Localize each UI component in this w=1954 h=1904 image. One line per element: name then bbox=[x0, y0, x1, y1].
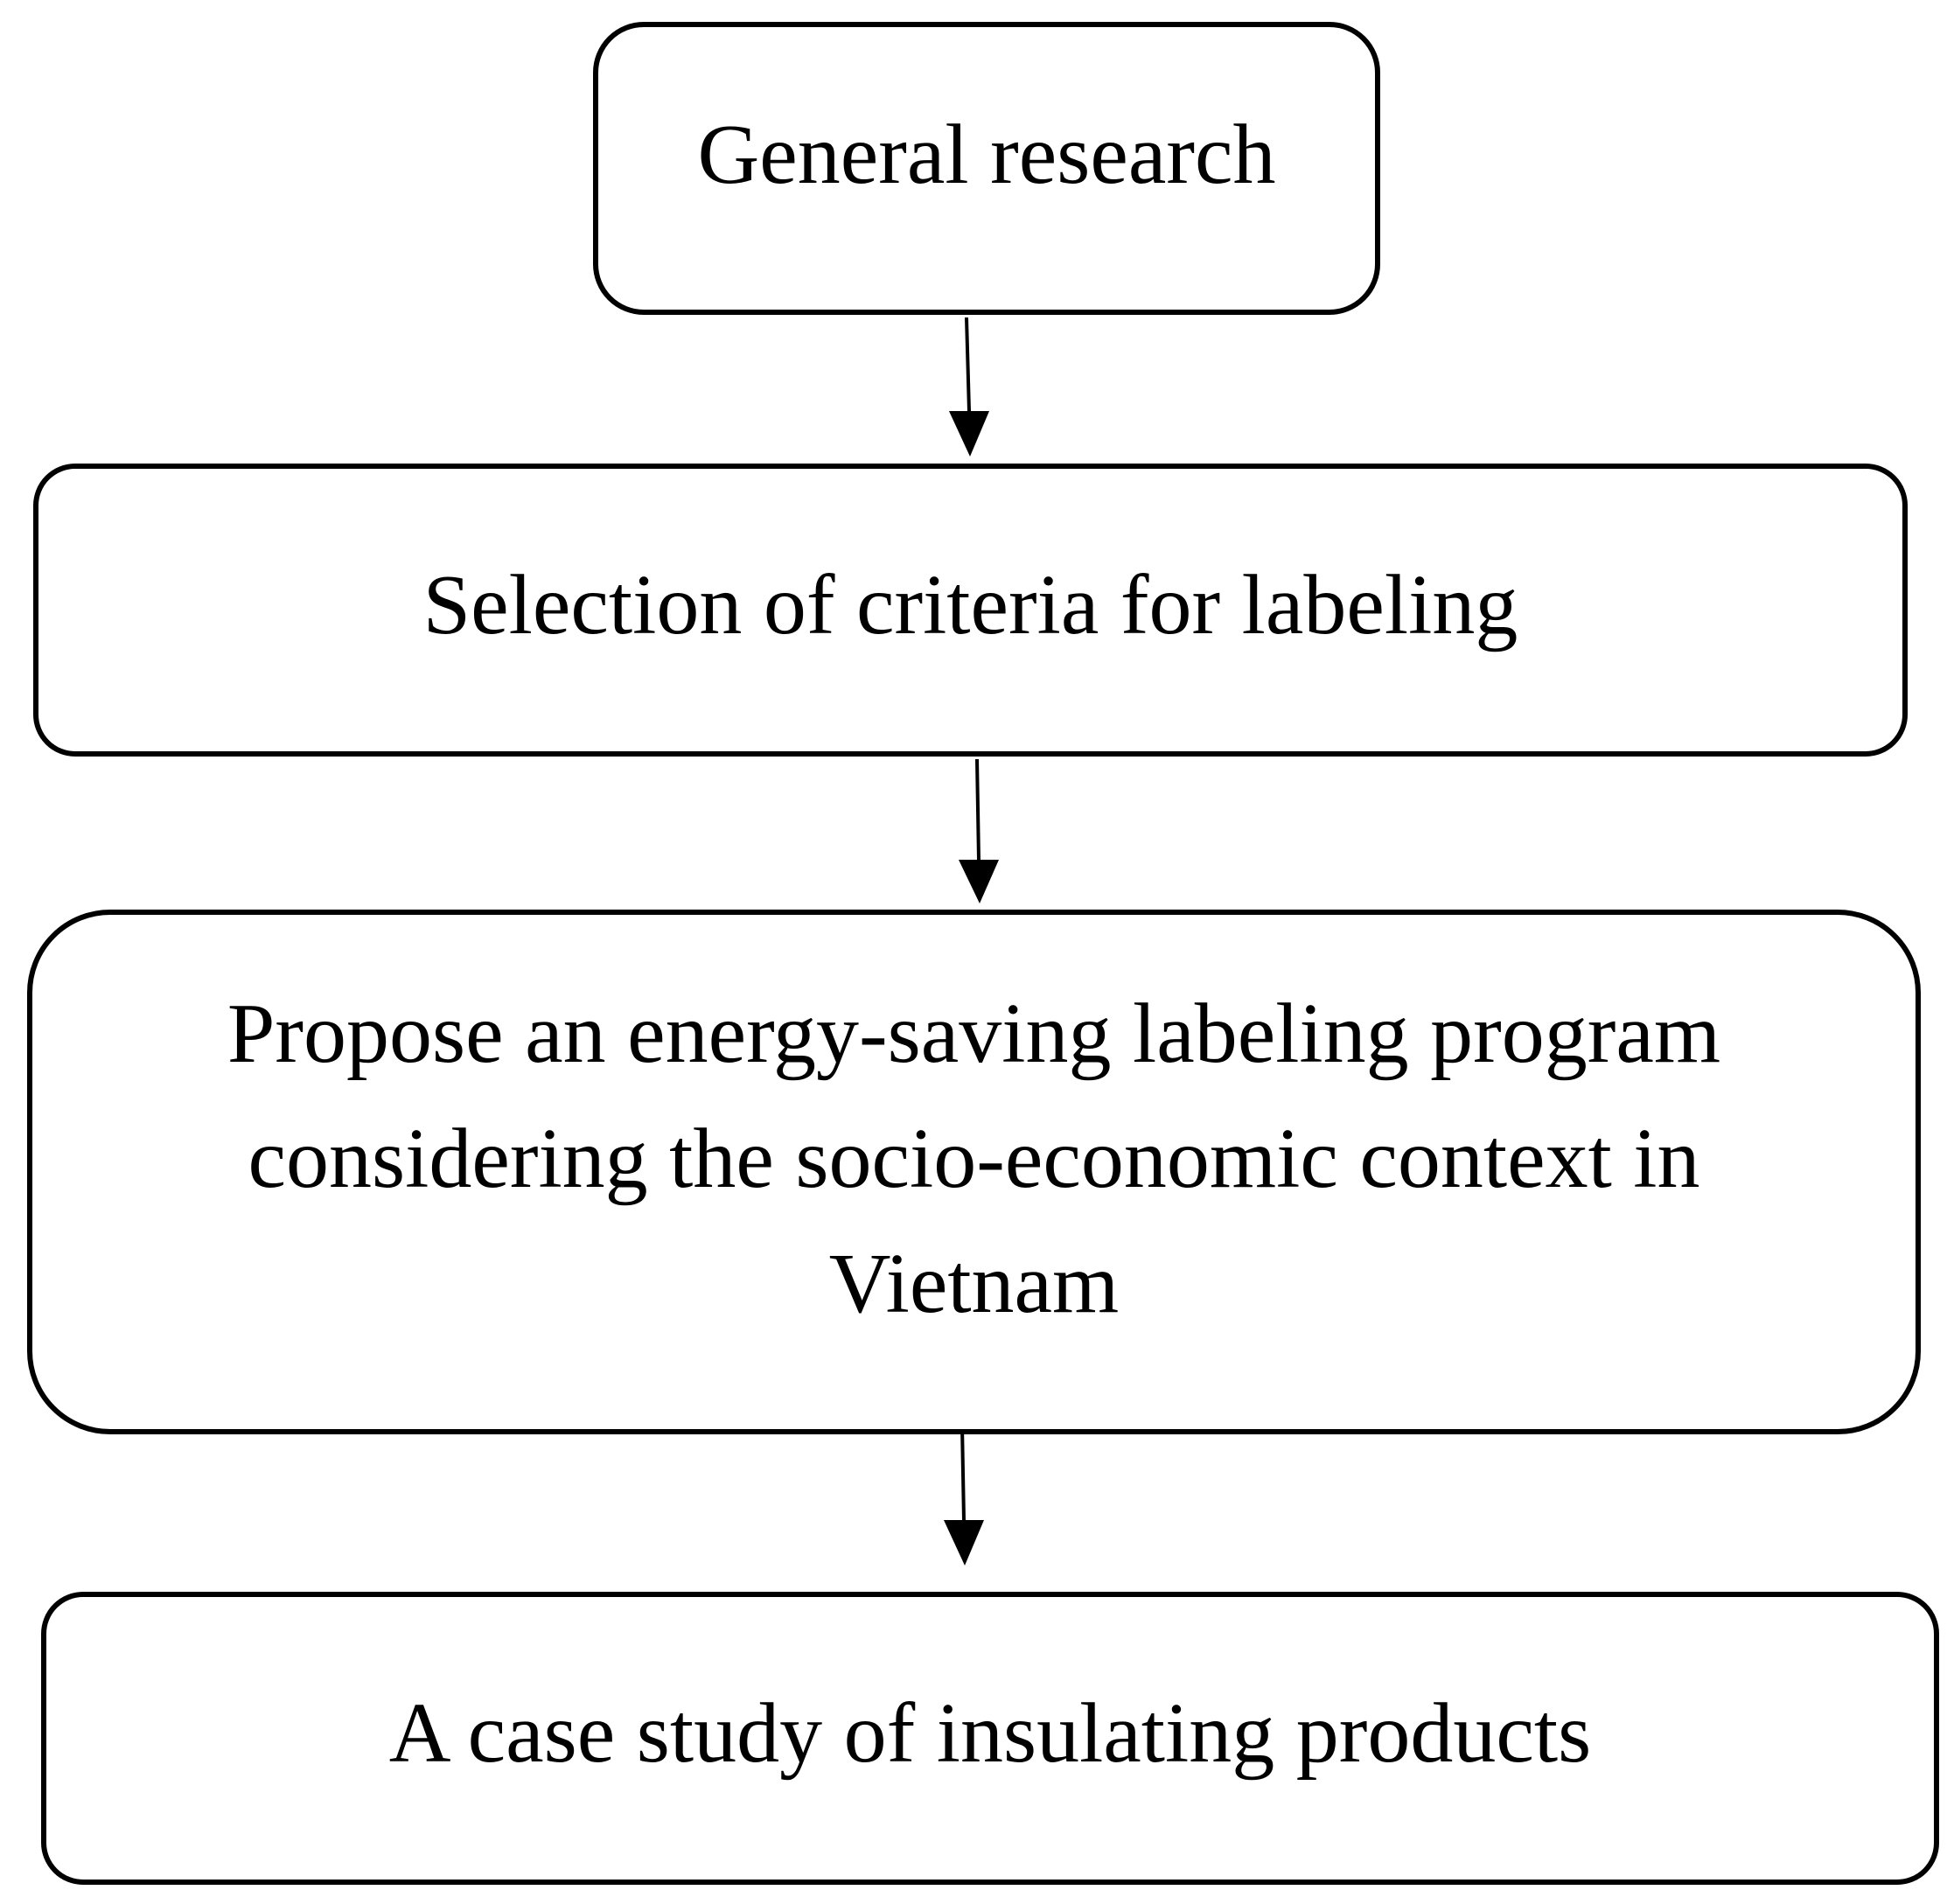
node-selection-of-criteria-label: Selection of criteria for labeling bbox=[423, 543, 1518, 668]
label-line: General research bbox=[697, 108, 1276, 202]
node-propose-program: Propose an energy-saving labeling progra… bbox=[27, 910, 1921, 1434]
label-line: Selection of criteria for labeling bbox=[422, 558, 1518, 652]
node-general-research-label: General research bbox=[697, 93, 1275, 218]
label-line: A case study of insulating products bbox=[388, 1686, 1592, 1781]
label-line: Vietnam bbox=[828, 1236, 1120, 1331]
node-selection-of-criteria: Selection of criteria for labeling bbox=[33, 464, 1908, 757]
node-case-study: A case study of insulating products bbox=[41, 1592, 1939, 1885]
arrow-selection-to-propose bbox=[959, 758, 999, 903]
label-line: considering the socio-economic context i… bbox=[248, 1111, 1700, 1206]
node-case-study-label: A case study of insulating products bbox=[389, 1671, 1592, 1796]
arrow-general-to-selection bbox=[949, 317, 989, 457]
node-general-research: General research bbox=[593, 22, 1380, 315]
label-line: Propose an energy-saving labeling progra… bbox=[227, 986, 1721, 1081]
arrow-propose-to-case-study bbox=[944, 1425, 984, 1566]
node-propose-program-label: Propose an energy-saving labeling progra… bbox=[227, 972, 1720, 1347]
